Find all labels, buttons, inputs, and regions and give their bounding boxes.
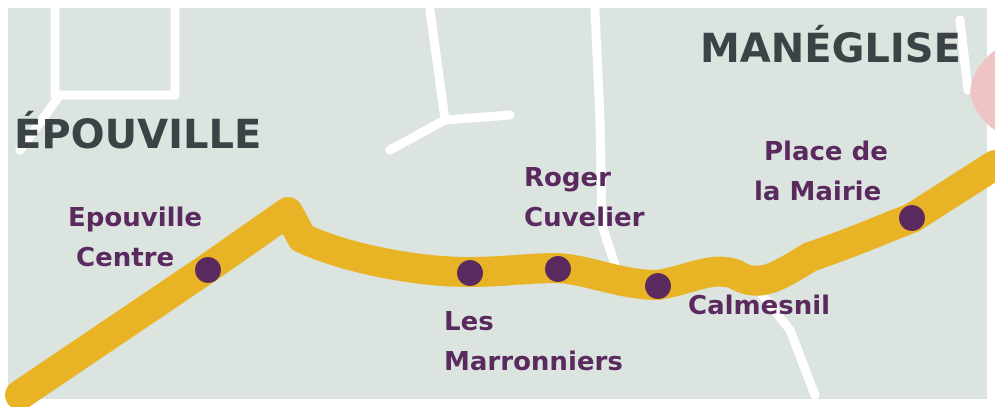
bus-route-line [5, 150, 995, 407]
road-left-diagonal [15, 90, 65, 155]
stop-marker-place-de-la-mairie[interactable] [899, 205, 925, 231]
road-upper-left [50, 5, 180, 100]
stop-marker-calmesnil[interactable] [645, 273, 671, 299]
stop-label-line: Centre [76, 243, 174, 273]
stop-label-epouville-centre: Epouville Centre [68, 203, 211, 273]
town-label-maneglise: MANÉGLISE [700, 24, 961, 72]
edge-accent [970, 50, 995, 130]
town-label-epouville: ÉPOUVILLE [14, 110, 261, 158]
stop-label-calmesnil: Calmesnil [688, 291, 830, 321]
stop-label-les-marronniers: Les Marronniers [444, 307, 623, 377]
road-lower-right [755, 287, 820, 400]
road-upper-mid [425, 5, 450, 125]
road-right-vertical [955, 15, 973, 95]
stop-label-line: Les [444, 307, 494, 337]
bus-stops [195, 205, 925, 299]
stop-marker-epouville-centre[interactable] [195, 257, 221, 283]
stop-label-line: Calmesnil [688, 291, 830, 321]
stop-label-line: Epouville [68, 203, 202, 233]
stop-label-line: Marronniers [444, 347, 623, 377]
stop-marker-roger-cuvelier[interactable] [545, 256, 571, 282]
stop-label-line: Roger [524, 163, 611, 193]
road-center-vertical [590, 5, 620, 270]
stop-label-line: Place de [764, 137, 888, 167]
stop-label-place-de-la-mairie: Place de la Mairie [754, 137, 897, 207]
stop-label-line: Cuvelier [524, 203, 645, 233]
stop-label-line: la Mairie [754, 177, 881, 207]
road-center-branch [385, 110, 515, 155]
stop-label-roger-cuvelier: Roger Cuvelier [524, 163, 645, 233]
stop-marker-les-marronniers[interactable] [457, 260, 483, 286]
road-network [15, 5, 973, 400]
